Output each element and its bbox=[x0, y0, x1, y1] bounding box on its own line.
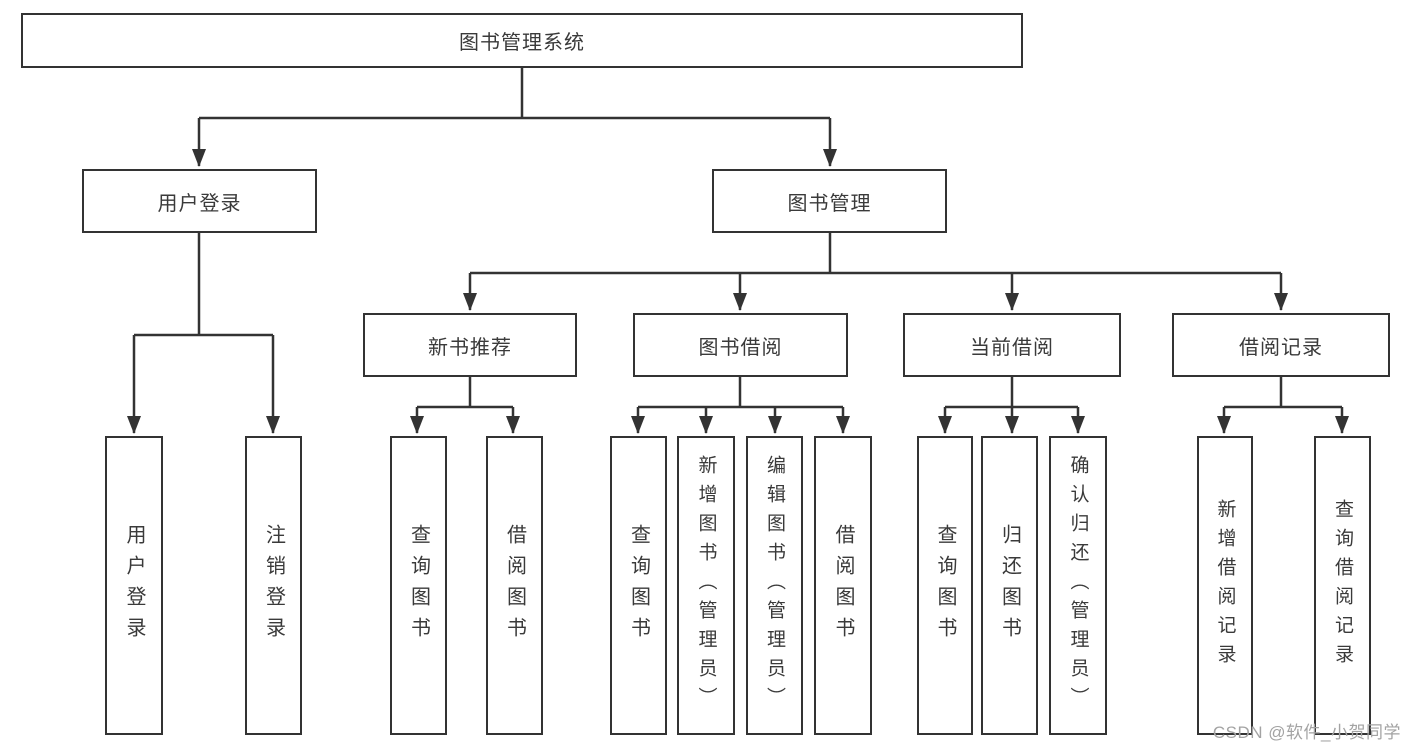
leaf-add-books-admin: 新增图书（管理员） bbox=[677, 436, 735, 735]
leaf-add-books-admin-label: 新增图书（管理员） bbox=[695, 455, 717, 716]
leaf-borrow-books: 借阅图书 bbox=[814, 436, 872, 735]
node-library-management-system: 图书管理系统 bbox=[21, 13, 1023, 68]
node-book-management: 图书管理 bbox=[712, 169, 947, 233]
leaf-edit-books-admin: 编辑图书（管理员） bbox=[746, 436, 803, 735]
leaf-user-login-label: 用户登录 bbox=[123, 523, 145, 648]
node-new-book-recommend: 新书推荐 bbox=[363, 313, 577, 377]
leaf-logout-label: 注销登录 bbox=[262, 523, 285, 648]
leaf-borrow-books-label: 借阅图书 bbox=[832, 523, 854, 648]
leaf-query-books-recommend-label: 查询图书 bbox=[407, 523, 430, 648]
leaf-borrow-books-recommend-label: 借阅图书 bbox=[503, 523, 526, 648]
leaf-query-books-current: 查询图书 bbox=[917, 436, 973, 735]
leaf-add-borrow-record-label: 新增借阅记录 bbox=[1214, 498, 1236, 673]
leaf-query-books-recommend: 查询图书 bbox=[390, 436, 447, 735]
leaf-confirm-return-admin: 确认归还（管理员） bbox=[1049, 436, 1107, 735]
node-user-login: 用户登录 bbox=[82, 169, 317, 233]
leaf-borrow-books-recommend: 借阅图书 bbox=[486, 436, 543, 735]
leaf-return-books: 归还图书 bbox=[981, 436, 1038, 735]
leaf-return-books-label: 归还图书 bbox=[998, 523, 1021, 648]
leaf-edit-books-admin-label: 编辑图书（管理员） bbox=[764, 455, 785, 716]
node-book-borrowing: 图书借阅 bbox=[633, 313, 848, 377]
leaf-logout: 注销登录 bbox=[245, 436, 302, 735]
leaf-query-books-borrowing-label: 查询图书 bbox=[627, 523, 650, 648]
node-current-borrowing: 当前借阅 bbox=[903, 313, 1121, 377]
leaf-query-books-current-label: 查询图书 bbox=[934, 523, 956, 648]
leaf-query-borrow-record-label: 查询借阅记录 bbox=[1332, 498, 1353, 673]
leaf-query-books-borrowing: 查询图书 bbox=[610, 436, 667, 735]
leaf-user-login: 用户登录 bbox=[105, 436, 163, 735]
leaf-confirm-return-admin-label: 确认归还（管理员） bbox=[1067, 455, 1089, 716]
node-borrowing-records: 借阅记录 bbox=[1172, 313, 1390, 377]
leaf-query-borrow-record: 查询借阅记录 bbox=[1314, 436, 1371, 735]
csdn-watermark: CSDN @软件_小贺同学 bbox=[1212, 723, 1401, 742]
leaf-add-borrow-record: 新增借阅记录 bbox=[1197, 436, 1253, 735]
